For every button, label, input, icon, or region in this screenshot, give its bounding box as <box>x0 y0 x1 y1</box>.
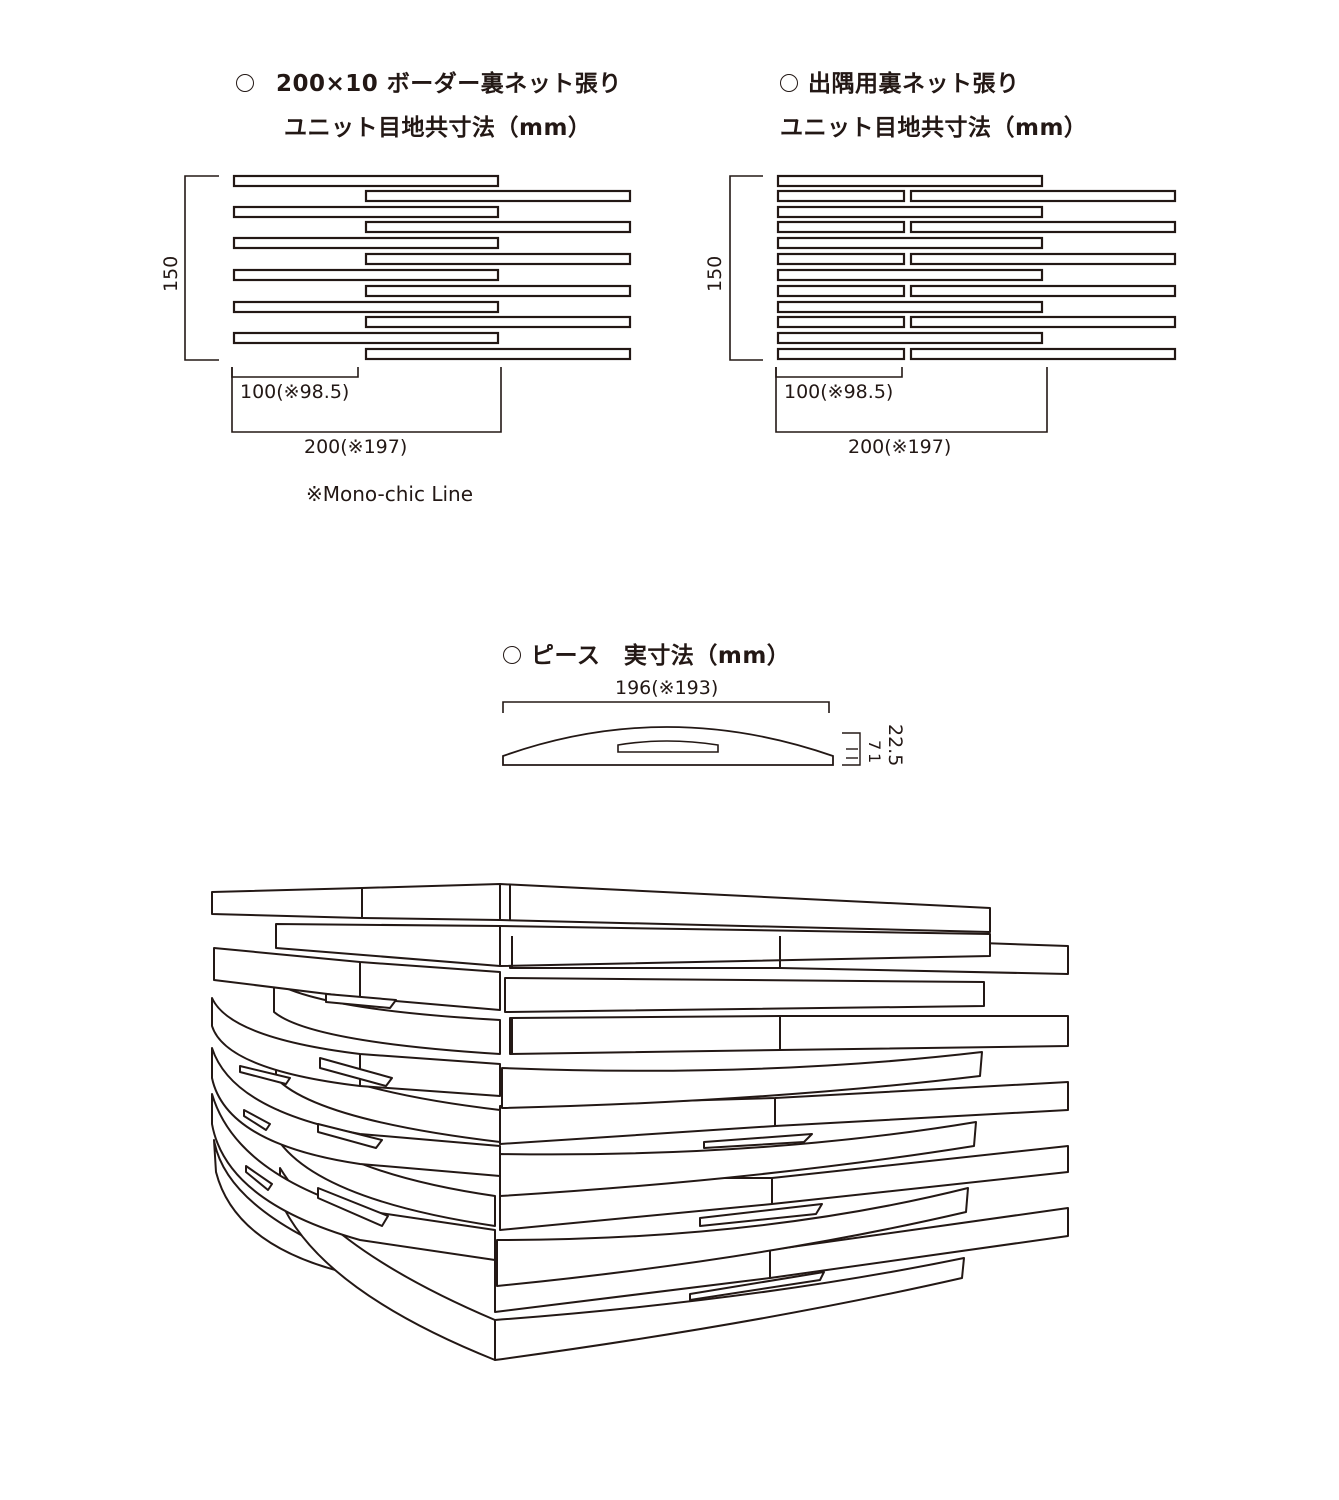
right-title-text: 出隅用裏ネット張り <box>808 71 1020 97</box>
piece-height-label: 22.5 <box>884 724 906 767</box>
right-diagram-subtitle: ユニット目地共寸法（mm） <box>780 115 1088 141</box>
left-note: ※Mono-chic Line <box>306 482 474 506</box>
left-diagram-subtitle: ユニット目地共寸法（mm） <box>284 115 592 141</box>
piece-thickness-label-2: 1 <box>865 753 884 764</box>
left-diagram-title: 200×10 ボーダー裏ネット張り <box>236 64 622 98</box>
piece-title-text: ピース 実寸法（mm） <box>531 643 791 669</box>
circle-bullet-icon <box>780 74 798 92</box>
circle-bullet-icon <box>503 646 521 664</box>
right-short-width-label: 100(※98.5) <box>784 381 894 403</box>
piece-thickness-label-1: 7 <box>865 740 884 751</box>
right-long-width-label: 200(※197) <box>848 436 952 458</box>
piece-width-label: 196(※193) <box>615 677 719 699</box>
piece-profile <box>502 701 861 766</box>
left-tile-pattern <box>232 174 632 361</box>
left-long-width-label: 200(※197) <box>304 436 408 458</box>
circle-bullet-icon <box>236 74 254 92</box>
piece-title: ピース 実寸法（mm） <box>503 636 790 670</box>
left-title-text: 200×10 ボーダー裏ネット張り <box>276 71 622 97</box>
stacked-tiles-illustration <box>211 883 1069 1361</box>
right-tile-pattern <box>776 174 1177 361</box>
left-short-width-label: 100(※98.5) <box>240 381 350 403</box>
left-height-label: 150 <box>160 255 182 292</box>
right-height-label: 150 <box>704 255 726 292</box>
right-diagram-title: 出隅用裏ネット張り <box>780 64 1020 98</box>
